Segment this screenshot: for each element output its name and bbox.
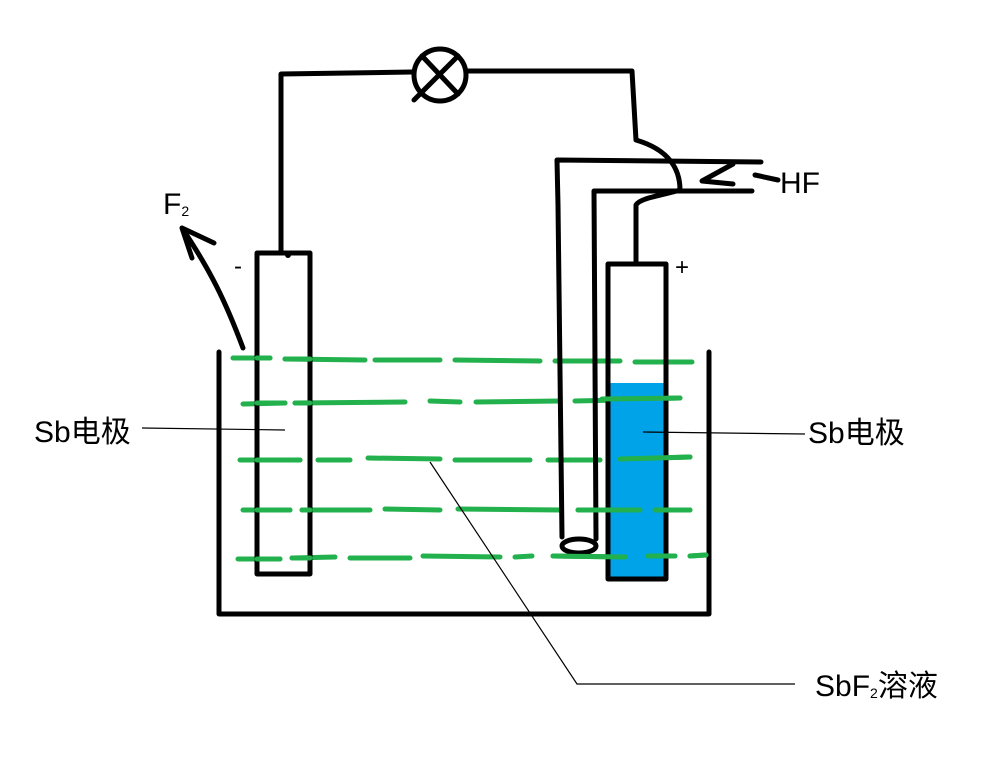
circuit-wire-anode bbox=[633, 187, 683, 267]
right-electrode-label: Sb电极 bbox=[808, 417, 905, 450]
f2-label: F2 bbox=[163, 188, 189, 221]
f2-gas-arrow bbox=[179, 225, 246, 351]
circuit-wire-left bbox=[278, 69, 415, 256]
solution-line bbox=[254, 355, 313, 362]
hf-tube-inner bbox=[591, 188, 755, 542]
solution-line bbox=[617, 454, 693, 462]
right-electrode-immersed bbox=[608, 383, 666, 579]
solution-leader bbox=[429, 461, 795, 685]
solution-line bbox=[230, 355, 695, 365]
hf-pointer bbox=[752, 172, 781, 183]
hf-tube-opening bbox=[559, 536, 599, 556]
electrolyte-solution-front bbox=[254, 355, 313, 562]
left-electrode-leader bbox=[141, 427, 286, 431]
negative-sign: - bbox=[234, 253, 242, 280]
right-electrode-leader bbox=[642, 431, 806, 435]
solution-line bbox=[254, 555, 313, 562]
left-electrode bbox=[254, 250, 313, 577]
solution-label: SbF2溶液 bbox=[815, 670, 938, 703]
beaker bbox=[216, 349, 712, 617]
left-electrode-label: Sb电极 bbox=[34, 416, 131, 449]
electrolyte-solution-right-front bbox=[550, 395, 709, 560]
circuit-wire-right bbox=[465, 68, 683, 193]
lamp-icon bbox=[411, 46, 469, 104]
hf-label: HF bbox=[780, 167, 820, 200]
positive-sign: + bbox=[675, 254, 689, 281]
wire-junction bbox=[285, 252, 291, 258]
solution-line bbox=[599, 395, 683, 402]
hf-tube-outer bbox=[554, 157, 764, 540]
solution-line bbox=[550, 552, 709, 560]
hf-arrow-icon bbox=[699, 161, 736, 187]
